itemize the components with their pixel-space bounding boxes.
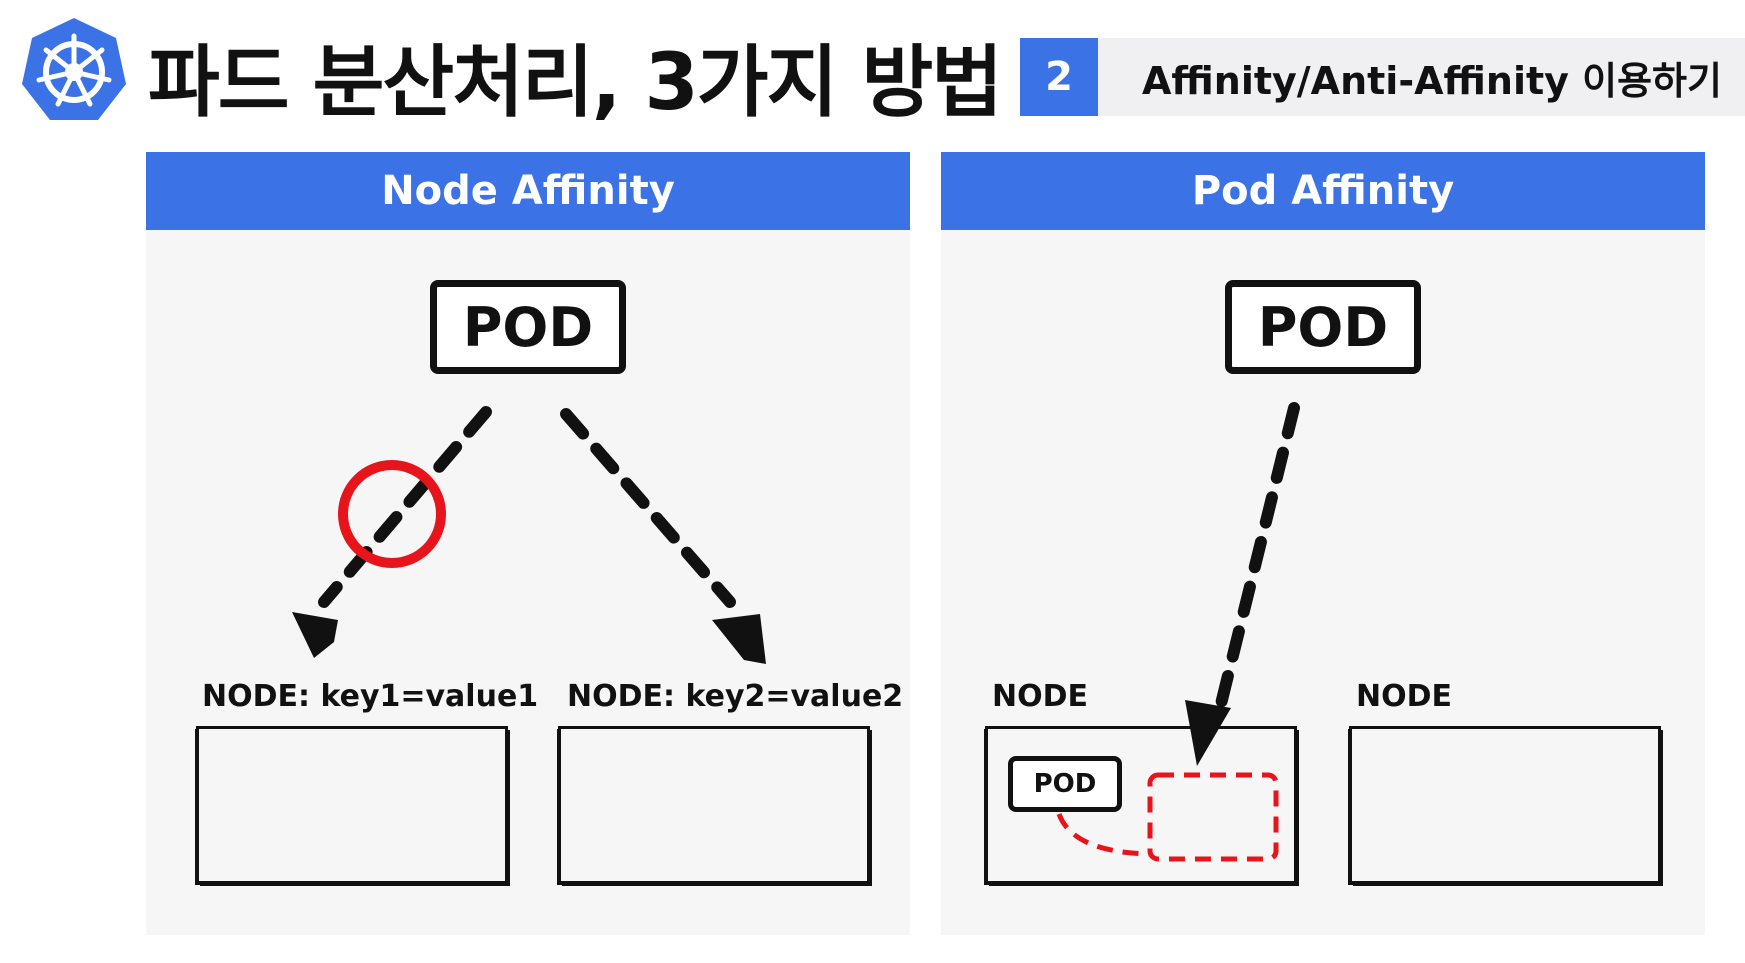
node-label-2: NODE: key2=value2 xyxy=(567,679,904,714)
pod-affinity-panel: Pod Affinity POD NODE NODE POD xyxy=(941,152,1705,935)
target-slot xyxy=(1147,772,1279,862)
arrowhead-2 xyxy=(712,614,766,664)
affinity-link xyxy=(1056,813,1150,857)
arrowhead-1 xyxy=(292,612,338,658)
node-affinity-panel: Node Affinity POD NODE: key1=value1 NODE… xyxy=(146,152,910,935)
page-title: 파드 분산처리, 3가지 방법 xyxy=(148,38,1003,128)
node-label-1: NODE: key1=value1 xyxy=(202,679,539,714)
node-box-2 xyxy=(558,726,870,884)
node-box-1 xyxy=(196,726,508,884)
node-label-2: NODE xyxy=(1356,679,1453,714)
node-label-1: NODE xyxy=(992,679,1089,714)
arrow-to-node-1 xyxy=(318,406,492,608)
pod-box: POD xyxy=(1225,280,1421,374)
node-affinity-panel-title: Node Affinity xyxy=(146,152,910,230)
pod-box: POD xyxy=(430,280,626,374)
step-label: Affinity/Anti-Affinity 이용하기 xyxy=(1098,38,1745,116)
step-number-badge: 2 xyxy=(1020,38,1098,116)
highlight-circle xyxy=(338,460,446,568)
pod-affinity-panel-title: Pod Affinity xyxy=(941,152,1705,230)
node-box-2 xyxy=(1349,726,1661,884)
kubernetes-helm-icon xyxy=(22,18,126,120)
pod-affinity-arrows xyxy=(1056,402,1300,862)
arrowhead-1 xyxy=(1185,700,1231,766)
node-affinity-arrows xyxy=(292,406,766,664)
existing-pod-box: POD xyxy=(1008,756,1122,812)
